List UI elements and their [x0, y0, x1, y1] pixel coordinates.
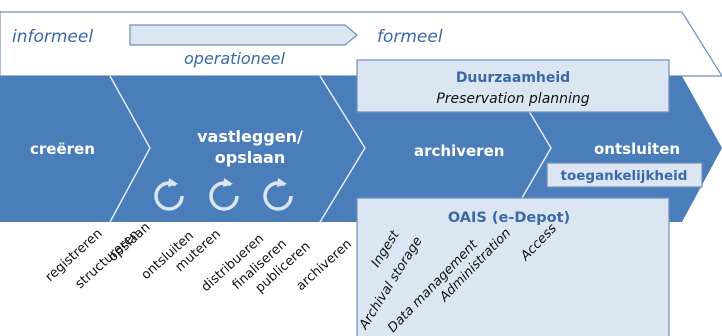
- cycle-icon: [263, 178, 293, 211]
- toegankelijkheid-box: [546, 162, 703, 188]
- activity-opslaan: opslaan: [106, 220, 154, 265]
- cycle-icon: [209, 178, 239, 211]
- separator-1: [109, 75, 151, 223]
- stage-ontsluiten: ontsluiten: [594, 140, 680, 158]
- duurzaamheid-title: Duurzaamheid: [456, 70, 570, 86]
- label-operationeel: operationeel: [184, 49, 286, 68]
- operationeel-arrow-bar: [129, 24, 358, 46]
- stage-vastleggen-line1: vastleggen/: [197, 127, 303, 146]
- duurzaamheid-box: [356, 59, 670, 113]
- stage-creeren: creëren: [30, 140, 95, 158]
- stage-archiveren: archiveren: [414, 142, 504, 160]
- oais-box: [356, 197, 670, 336]
- label-informeel: informeel: [12, 27, 93, 47]
- separator-2: [319, 75, 366, 223]
- duurzaamheid-subtitle: Preservation planning: [436, 91, 589, 107]
- cycle-icon: [154, 178, 184, 211]
- oais-title: OAIS (e-Depot): [448, 210, 570, 226]
- label-formeel: formeel: [377, 27, 443, 47]
- stage-vastleggen-line2: opslaan: [215, 148, 285, 167]
- toegankelijkheid-label: toegankelijkheid: [561, 168, 688, 184]
